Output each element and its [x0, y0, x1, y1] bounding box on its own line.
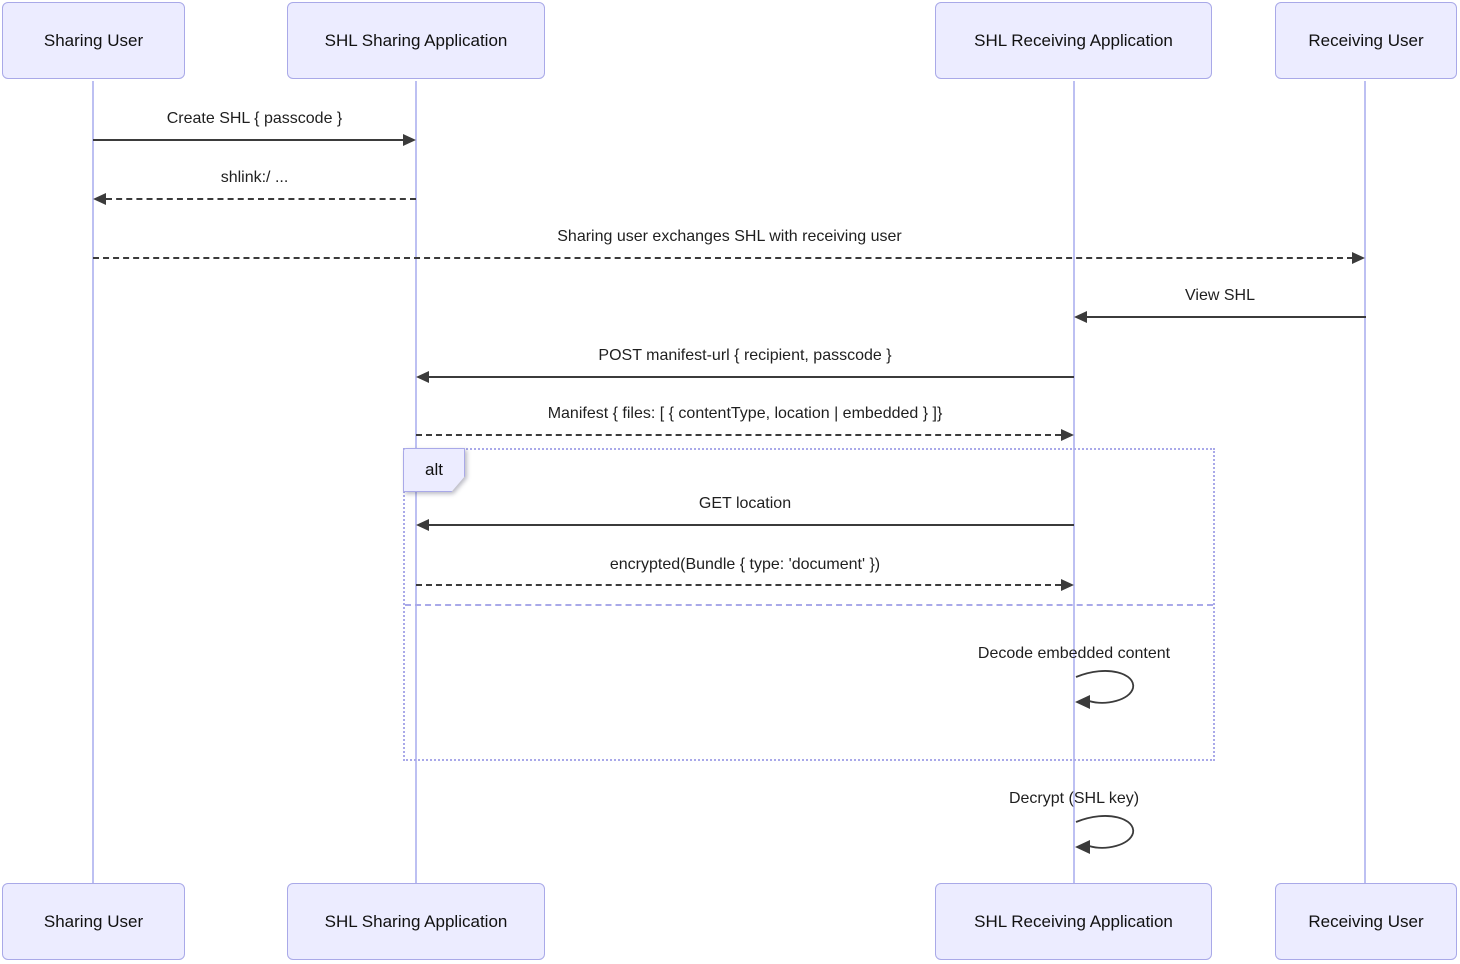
msg-shlink-line	[106, 198, 416, 200]
msg-decrypt-label: Decrypt (SHL key)	[1008, 790, 1140, 807]
msg-shlink-label: shlink:/ ...	[220, 169, 289, 186]
actor-label: SHL Sharing Application	[324, 30, 508, 50]
actor-sharing-user-top: Sharing User	[2, 2, 185, 79]
actor-label: Sharing User	[43, 911, 144, 931]
msg-view-shl-line	[1087, 316, 1366, 318]
arrowhead-left-icon	[416, 371, 429, 383]
alt-label: alt	[425, 460, 443, 479]
actor-receiving-user-top: Receiving User	[1275, 2, 1457, 79]
msg-encrypted-bundle-line	[416, 584, 1061, 586]
msg-post-manifest-label: POST manifest-url { recipient, passcode …	[598, 347, 892, 364]
self-loop-arrow-icon	[1075, 670, 1134, 709]
arrowhead-right-icon	[1352, 252, 1365, 264]
actor-receiving-user-bottom: Receiving User	[1275, 883, 1457, 960]
msg-view-shl-label: View SHL	[1185, 287, 1255, 304]
alt-label-box: alt	[403, 448, 465, 492]
actor-shl-receiving-application-bottom: SHL Receiving Application	[935, 883, 1212, 960]
msg-encrypted-bundle-label: encrypted(Bundle { type: 'document' })	[609, 556, 881, 573]
arrowhead-left-icon	[93, 193, 106, 205]
lifeline-sharing-user	[92, 81, 94, 883]
actor-sharing-user-bottom: Sharing User	[2, 883, 185, 960]
actor-label: SHL Receiving Application	[974, 911, 1173, 931]
alt-frame	[403, 448, 1215, 761]
msg-post-manifest-line	[429, 376, 1074, 378]
arrowhead-right-icon	[1061, 429, 1074, 441]
msg-get-location-line	[429, 524, 1074, 526]
arrowhead-left-icon	[1074, 311, 1087, 323]
actor-label: Receiving User	[1308, 30, 1424, 50]
msg-manifest-label: Manifest { files: [ { contentType, locat…	[547, 405, 943, 422]
actor-shl-sharing-application-top: SHL Sharing Application	[287, 2, 545, 79]
actor-shl-receiving-application-top: SHL Receiving Application	[935, 2, 1212, 79]
msg-exchange-line	[93, 257, 1353, 259]
lifeline-shl-receiving-application	[1073, 81, 1075, 883]
actor-label: SHL Receiving Application	[974, 30, 1173, 50]
alt-section-divider	[405, 604, 1213, 606]
arrowhead-right-icon	[1061, 579, 1074, 591]
msg-create-shl-line	[93, 139, 405, 141]
msg-exchange-label: Sharing user exchanges SHL with receivin…	[557, 228, 902, 245]
actor-label: SHL Sharing Application	[324, 911, 508, 931]
actor-label: Receiving User	[1308, 911, 1424, 931]
actor-label: Sharing User	[43, 30, 144, 50]
msg-get-location-label: GET location	[698, 495, 792, 512]
arrowhead-right-icon	[403, 134, 416, 146]
self-loop-arrow-icon	[1075, 815, 1134, 854]
msg-decode-label: Decode embedded content	[977, 645, 1171, 662]
arrowhead-left-icon	[416, 519, 429, 531]
actor-shl-sharing-application-bottom: SHL Sharing Application	[287, 883, 545, 960]
msg-create-shl-label: Create SHL { passcode }	[166, 110, 343, 127]
msg-manifest-line	[416, 434, 1061, 436]
lifeline-receiving-user	[1364, 81, 1366, 883]
